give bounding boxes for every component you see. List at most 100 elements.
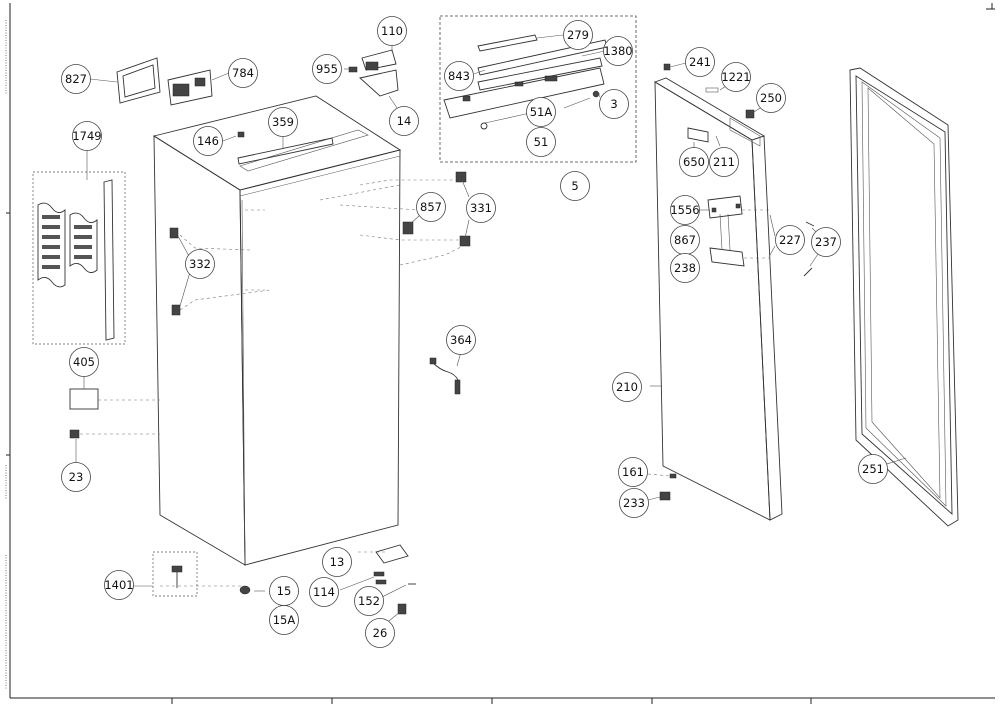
- evaporator-detail-box: [32, 150, 126, 345]
- callout-650: 650: [679, 147, 709, 177]
- door-top-parts: [663, 62, 761, 119]
- callout-332: 332: [185, 249, 215, 279]
- svg-text:152: 152: [358, 594, 380, 608]
- power-cord-part: [429, 351, 462, 395]
- cabinet-body: [152, 95, 402, 566]
- svg-text:250: 250: [760, 91, 782, 105]
- svg-text:238: 238: [674, 261, 696, 275]
- callout-152: 152: [354, 586, 384, 616]
- callout-13: 13: [322, 547, 352, 577]
- svg-text:114: 114: [313, 585, 335, 599]
- svg-text:955: 955: [316, 62, 338, 76]
- callout-784: 784: [228, 58, 258, 88]
- callout-331: 331: [466, 193, 496, 223]
- svg-text:405: 405: [73, 355, 95, 369]
- callout-114: 114: [309, 577, 339, 607]
- callout-857: 857: [416, 192, 446, 222]
- door-label-part: [687, 127, 709, 149]
- callout-250: 250: [756, 83, 786, 113]
- callout-359: 359: [268, 107, 298, 137]
- svg-text:3: 3: [610, 97, 617, 111]
- svg-text:51: 51: [534, 135, 549, 149]
- callout-843: 843: [444, 61, 474, 91]
- svg-text:279: 279: [567, 28, 589, 42]
- callout-23: 23: [61, 462, 91, 492]
- svg-text:857: 857: [420, 200, 442, 214]
- callout-251: 251: [858, 454, 888, 484]
- top-strip-part: [222, 131, 334, 165]
- drawing-frame: [6, 3, 995, 704]
- svg-text:5: 5: [571, 179, 578, 193]
- callout-1401: 1401: [104, 570, 134, 600]
- svg-text:241: 241: [689, 55, 711, 69]
- svg-text:51A: 51A: [530, 105, 553, 119]
- callout-5: 5: [560, 171, 590, 201]
- svg-text:13: 13: [330, 555, 345, 569]
- svg-text:843: 843: [448, 69, 470, 83]
- door-bottom-parts: [647, 473, 677, 501]
- leader-lines: [89, 34, 721, 147]
- svg-text:650: 650: [683, 155, 705, 169]
- door-handle-part: [700, 195, 819, 277]
- callout-867: 867: [670, 225, 700, 255]
- svg-text:1556: 1556: [670, 203, 699, 217]
- callout-405: 405: [69, 347, 99, 377]
- callout-279: 279: [563, 20, 593, 50]
- callout-26: 26: [365, 618, 395, 648]
- hinge-pin-detail-box: [133, 551, 198, 597]
- svg-text:1221: 1221: [721, 70, 750, 84]
- svg-text:359: 359: [272, 115, 294, 129]
- svg-text:110: 110: [381, 24, 403, 38]
- svg-text:827: 827: [65, 72, 87, 86]
- callout-210: 210: [612, 372, 642, 402]
- callout-1749: 1749: [72, 121, 102, 151]
- callout-1556: 1556: [670, 195, 700, 225]
- callout-364: 364: [446, 325, 476, 355]
- svg-text:237: 237: [815, 235, 837, 249]
- door-panel: [650, 77, 783, 521]
- callout-233: 233: [619, 488, 649, 518]
- side-bracket-parts: [169, 227, 191, 316]
- svg-text:15: 15: [277, 584, 292, 598]
- callout-3: 3: [599, 89, 629, 119]
- svg-text:1380: 1380: [603, 44, 632, 58]
- svg-text:251: 251: [862, 462, 884, 476]
- callout-211: 211: [709, 147, 739, 177]
- svg-text:784: 784: [232, 66, 254, 80]
- svg-text:364: 364: [450, 333, 472, 347]
- callout-51: 51: [526, 127, 556, 157]
- assembly-lines-cabinet: [80, 179, 466, 587]
- callout-14: 14: [389, 106, 419, 136]
- display-bezel-part: [116, 57, 161, 104]
- svg-text:227: 227: [779, 233, 801, 247]
- callout-146: 146: [193, 126, 223, 156]
- svg-text:1749: 1749: [72, 129, 101, 143]
- callout-955: 955: [312, 54, 342, 84]
- rear-bracket-parts: [402, 171, 471, 247]
- callout-15A: 15A: [269, 605, 299, 635]
- svg-text:14: 14: [397, 114, 412, 128]
- callout-1221: 1221: [721, 62, 751, 92]
- callout-227: 227: [775, 225, 805, 255]
- callout-237: 237: [811, 227, 841, 257]
- callout-827: 827: [61, 64, 91, 94]
- svg-text:210: 210: [616, 380, 638, 394]
- callout-161: 161: [618, 457, 648, 487]
- svg-text:332: 332: [189, 257, 211, 271]
- callout-51A: 51A: [526, 97, 556, 127]
- svg-text:233: 233: [623, 496, 645, 510]
- svg-text:23: 23: [69, 470, 84, 484]
- callout-241: 241: [685, 47, 715, 77]
- callout-238: 238: [670, 253, 700, 283]
- svg-text:211: 211: [713, 155, 735, 169]
- callout-1380: 1380: [603, 36, 633, 66]
- svg-text:26: 26: [373, 626, 388, 640]
- svg-text:1401: 1401: [104, 578, 133, 592]
- control-board-part: [167, 69, 213, 106]
- base-small-parts: [69, 369, 99, 464]
- svg-text:331: 331: [470, 201, 492, 215]
- callout-15: 15: [269, 576, 299, 606]
- svg-text:146: 146: [197, 134, 219, 148]
- svg-text:15A: 15A: [273, 613, 296, 627]
